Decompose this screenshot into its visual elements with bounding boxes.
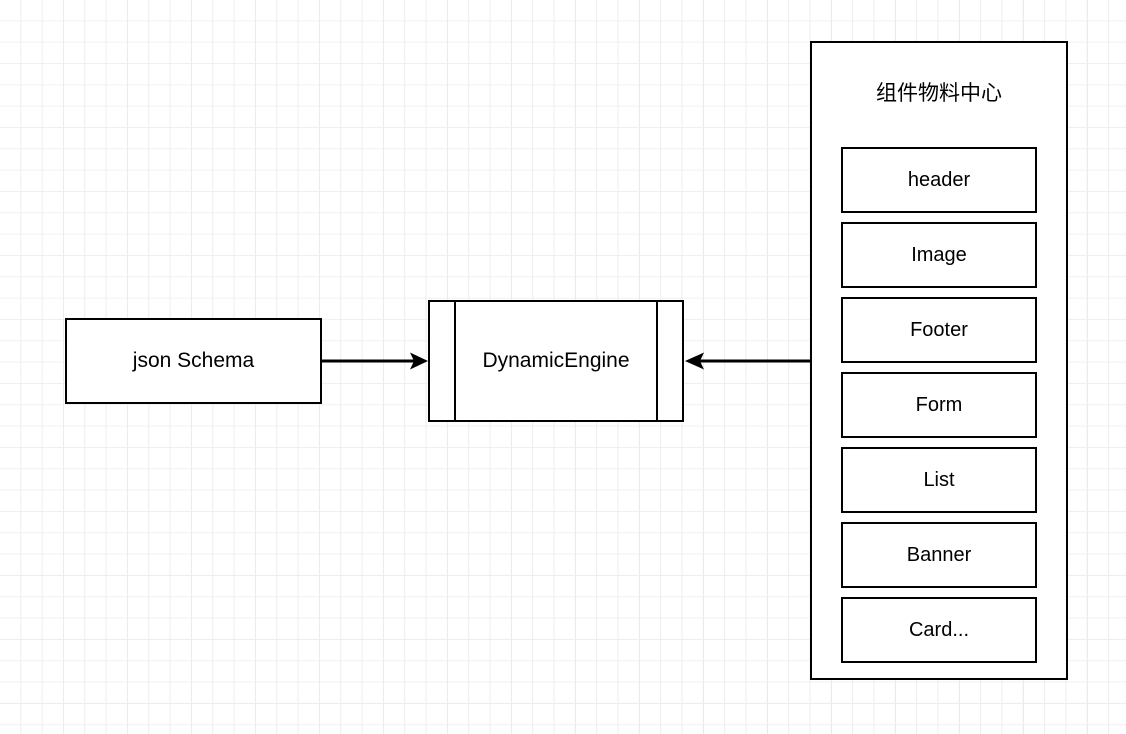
subroutine-left-rule	[454, 300, 456, 422]
node-dynamic-engine-label: DynamicEngine	[482, 349, 630, 372]
material-item-label: Card...	[908, 618, 970, 641]
material-center-title: 组件物料中心	[876, 81, 1002, 105]
material-item-label: header	[907, 168, 971, 191]
material-item-header[interactable]: header	[841, 147, 1037, 213]
edge-json-schema-to-dynamic-engine[interactable]	[322, 344, 430, 378]
node-material-center[interactable]: 组件物料中心 header Image Footer Form List Ban…	[810, 41, 1068, 680]
material-item-footer[interactable]: Footer	[841, 297, 1037, 363]
node-json-schema[interactable]: json Schema	[65, 318, 322, 404]
material-item-image[interactable]: Image	[841, 222, 1037, 288]
material-item-label: Banner	[906, 543, 972, 566]
material-item-card[interactable]: Card...	[841, 597, 1037, 663]
subroutine-right-rule	[656, 300, 658, 422]
material-item-label: Form	[915, 393, 963, 416]
node-json-schema-label: json Schema	[132, 349, 255, 372]
material-item-label: Image	[911, 243, 967, 266]
edge-material-center-to-dynamic-engine[interactable]	[684, 344, 812, 378]
material-item-label: Footer	[910, 318, 968, 341]
material-item-form[interactable]: Form	[841, 372, 1037, 438]
material-item-banner[interactable]: Banner	[841, 522, 1037, 588]
material-item-label: List	[923, 468, 955, 491]
material-center-item-list: header Image Footer Form List Banner Car…	[841, 147, 1037, 663]
material-item-list[interactable]: List	[841, 447, 1037, 513]
node-dynamic-engine[interactable]: DynamicEngine	[428, 300, 684, 422]
